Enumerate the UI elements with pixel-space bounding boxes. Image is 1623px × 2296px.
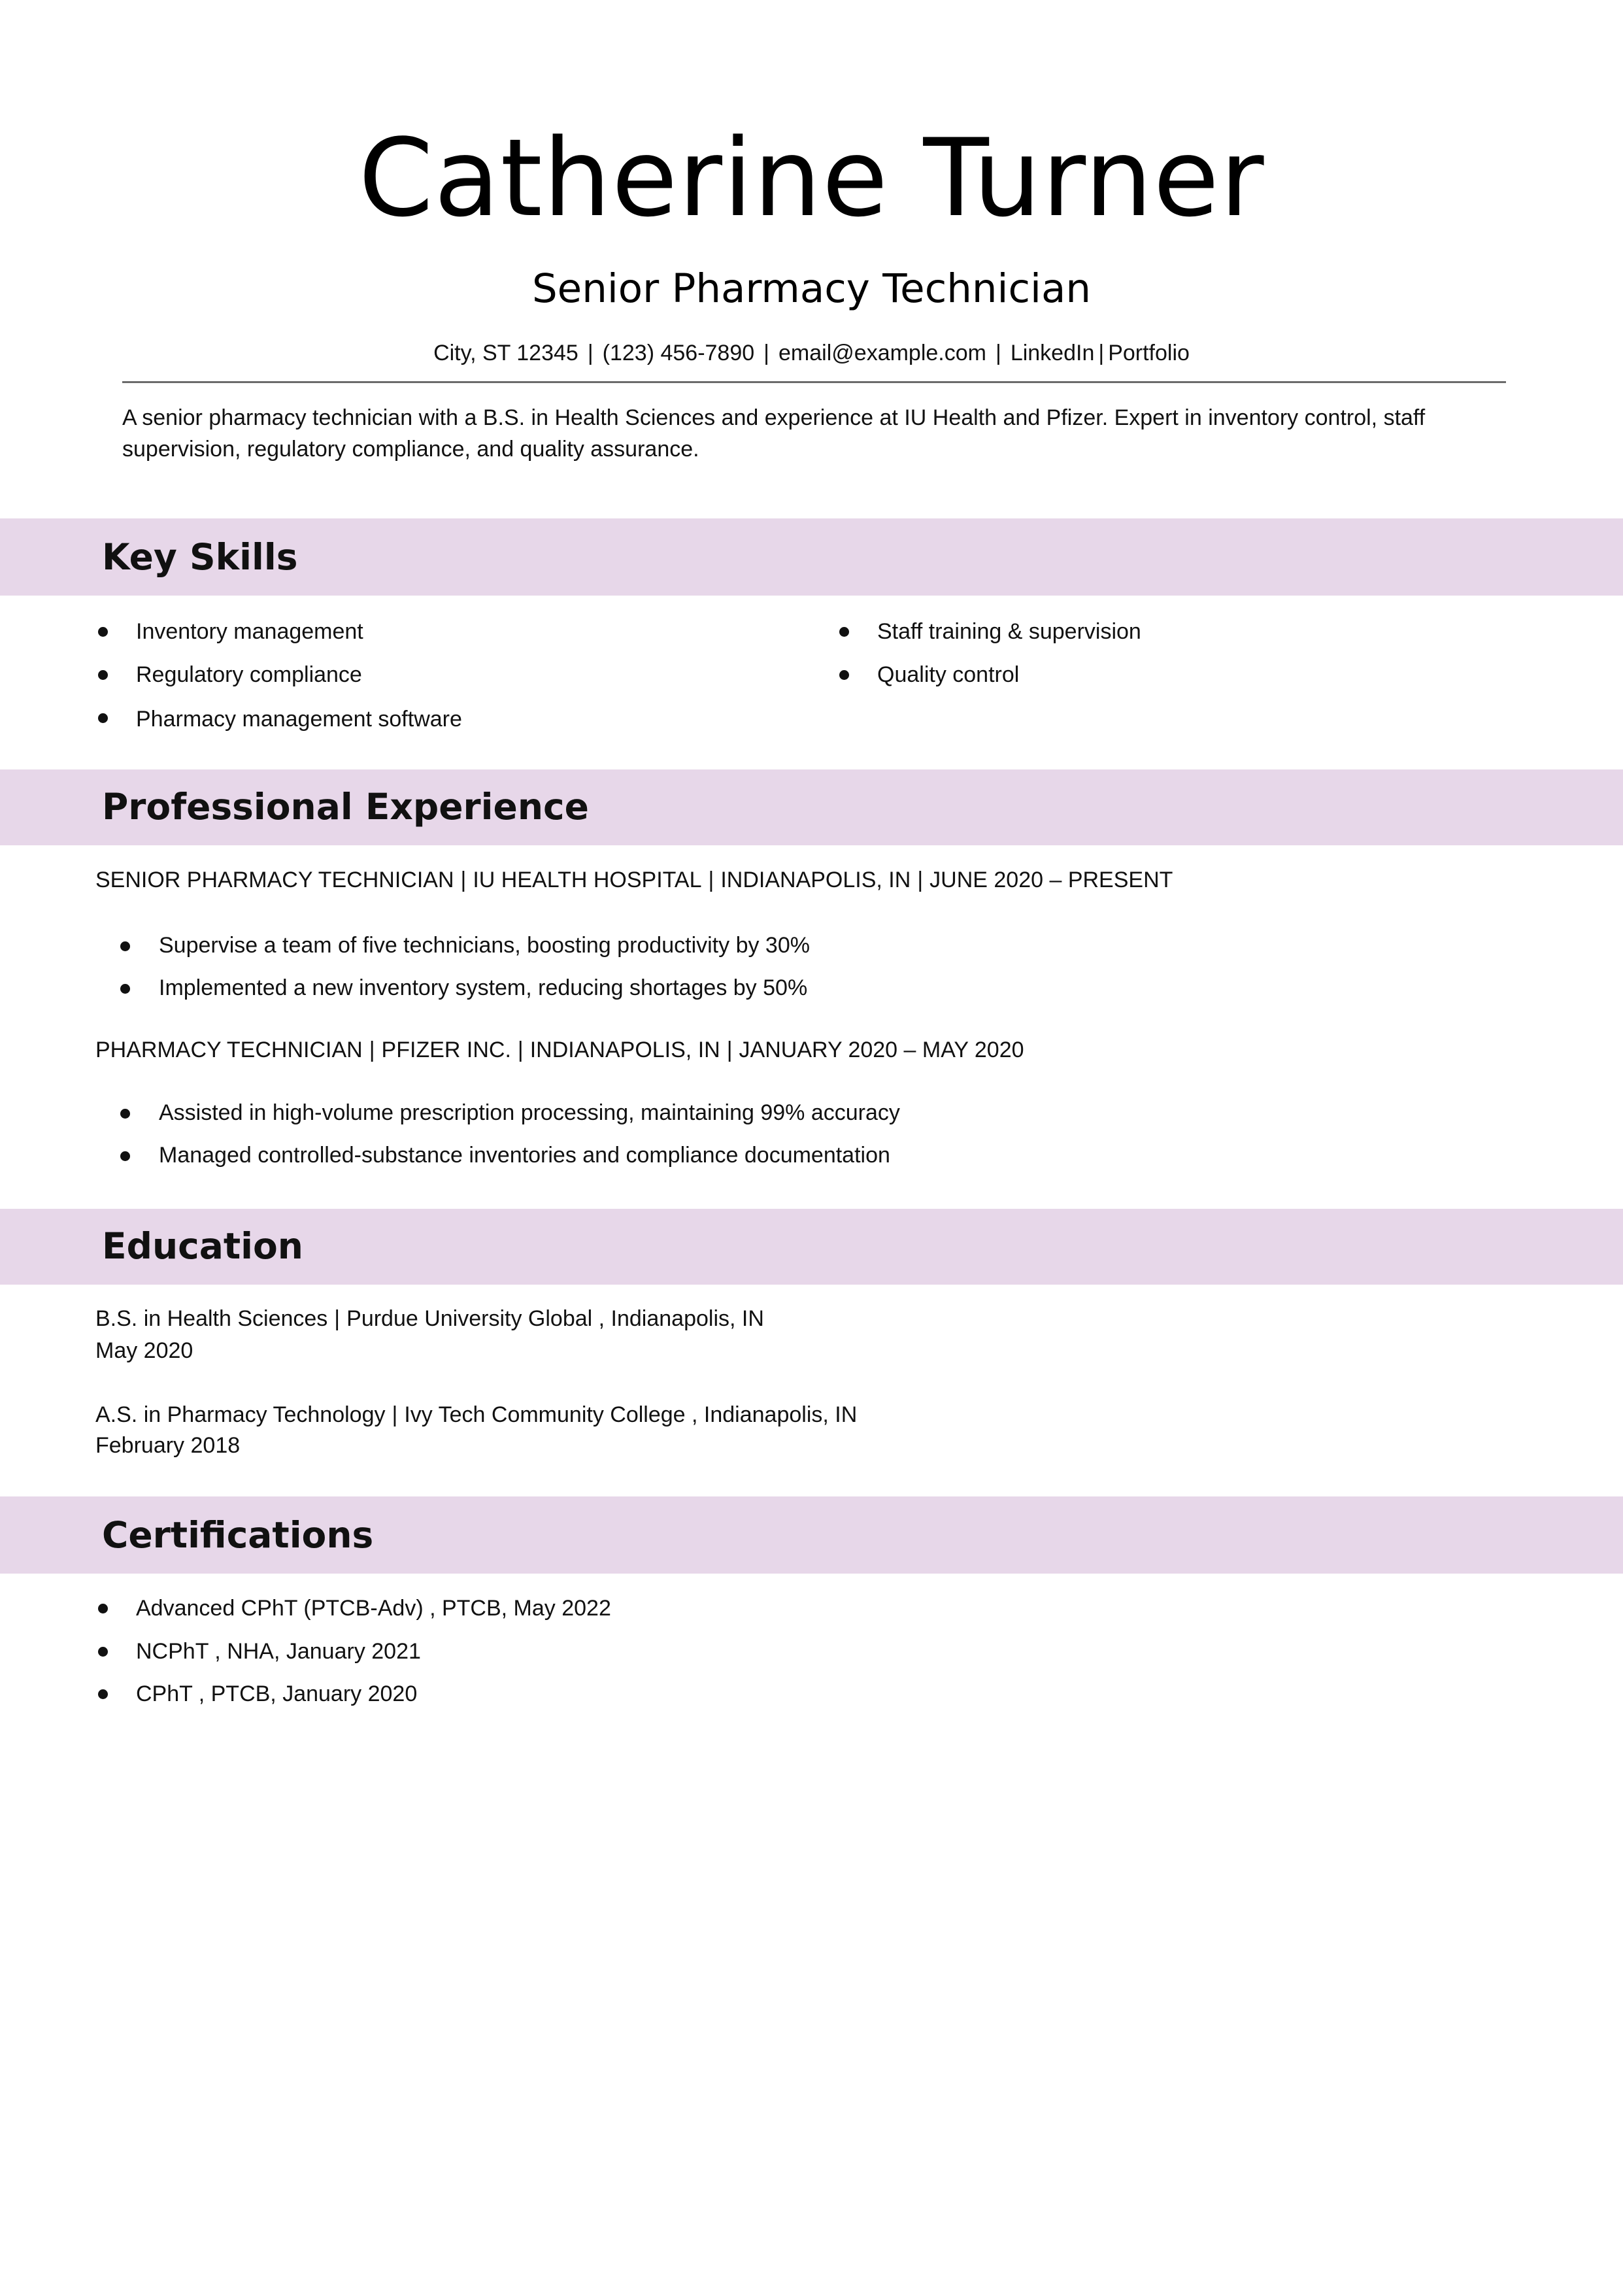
education-entry-header: B.S. in Health Sciences|Purdue Universit… [95,1303,764,1334]
bullet-icon [98,627,108,637]
bullet-icon [98,1647,108,1657]
section-band-skills: Key Skills [0,518,1623,596]
bullet-icon [839,627,849,637]
candidate-name: Catherine Turner [358,116,1265,241]
certification-item: NCPhT , NHA, January 2021 [136,1639,421,1664]
contact-separator: | [763,341,770,365]
contact-separator: | [587,341,594,365]
experience-dates: JANUARY 2020 – MAY 2020 [739,1038,1024,1062]
header-divider [122,381,1506,383]
contact-address: City, ST 12345 [433,341,578,365]
bullet-icon [120,941,130,951]
education-date: May 2020 [95,1338,193,1363]
section-band-education: Education [0,1209,1623,1285]
section-heading-skills: Key Skills [102,536,298,578]
bullet-icon [98,1689,108,1699]
experience-company: IU HEALTH HOSPITAL [473,868,702,892]
education-degree: B.S. in Health Sciences [95,1306,328,1331]
entry-separator: | [517,1038,524,1062]
experience-location: INDIANAPOLIS, IN [720,868,911,892]
education-school: Ivy Tech Community College , Indianapoli… [404,1402,858,1427]
experience-company: PFIZER INC. [381,1038,511,1062]
experience-location: INDIANAPOLIS, IN [529,1038,720,1062]
experience-bullet: Supervise a team of five technicians, bo… [159,933,810,958]
contact-line: City, ST 12345 | (123) 456-7890 | email@exam… [0,337,1623,369]
experience-bullet: Implemented a new inventory system, redu… [159,975,808,1000]
contact-separator: | [995,341,1001,365]
education-school: Purdue University Global , Indianapolis,… [346,1306,764,1331]
section-heading-education: Education [102,1225,303,1267]
education-degree: A.S. in Pharmacy Technology [95,1402,386,1427]
section-band-certifications: Certifications [0,1496,1623,1574]
entry-separator: | [392,1402,398,1427]
bullet-icon [120,1109,130,1119]
entry-separator: | [726,1038,733,1062]
bullet-icon [839,670,849,680]
experience-bullet: Managed controlled-substance inventories… [159,1143,890,1168]
experience-entry-header: PHARMACY TECHNICIAN|PFIZER INC.|INDIANAP… [95,1035,1024,1065]
contact-separator: | [1098,341,1105,365]
entry-separator: | [369,1038,375,1062]
experience-dates: JUNE 2020 – PRESENT [929,868,1173,892]
skill-item: Regulatory compliance [136,662,362,687]
contact-email[interactable]: email@example.com [778,341,986,365]
bullet-icon [98,670,108,680]
education-entry-header: A.S. in Pharmacy Technology|Ivy Tech Com… [95,1399,857,1430]
entry-separator: | [708,868,714,892]
bullet-icon [98,1604,108,1613]
skill-item: Staff training & supervision [877,619,1141,644]
certification-item: Advanced CPhT (PTCB-Adv) , PTCB, May 202… [136,1596,611,1621]
section-heading-certifications: Certifications [102,1514,374,1556]
experience-entry-header: SENIOR PHARMACY TECHNICIAN|IU HEALTH HOS… [95,865,1173,895]
skill-item: Pharmacy management software [136,707,462,732]
contact-portfolio[interactable]: Portfolio [1108,341,1190,365]
experience-role: PHARMACY TECHNICIAN [95,1038,363,1062]
entry-separator: | [460,868,467,892]
section-band-experience: Professional Experience [0,769,1623,845]
bullet-icon [120,1151,130,1161]
skill-item: Inventory management [136,619,363,644]
contact-linkedin[interactable]: LinkedIn [1010,341,1095,365]
experience-bullet: Assisted in high-volume prescription pro… [159,1100,900,1125]
entry-separator: | [334,1306,341,1331]
experience-role: SENIOR PHARMACY TECHNICIAN [95,868,454,892]
education-date: February 2018 [95,1433,241,1458]
section-heading-experience: Professional Experience [102,786,589,828]
skill-item: Quality control [877,662,1020,687]
candidate-title: Senior Pharmacy Technician [531,265,1092,312]
bullet-icon [98,713,108,723]
bullet-icon [120,984,130,994]
entry-separator: | [917,868,924,892]
professional-summary: A senior pharmacy technician with a B.S.… [122,405,1426,462]
certification-item: CPhT , PTCB, January 2020 [136,1681,418,1706]
contact-phone: (123) 456-7890 [602,341,755,365]
